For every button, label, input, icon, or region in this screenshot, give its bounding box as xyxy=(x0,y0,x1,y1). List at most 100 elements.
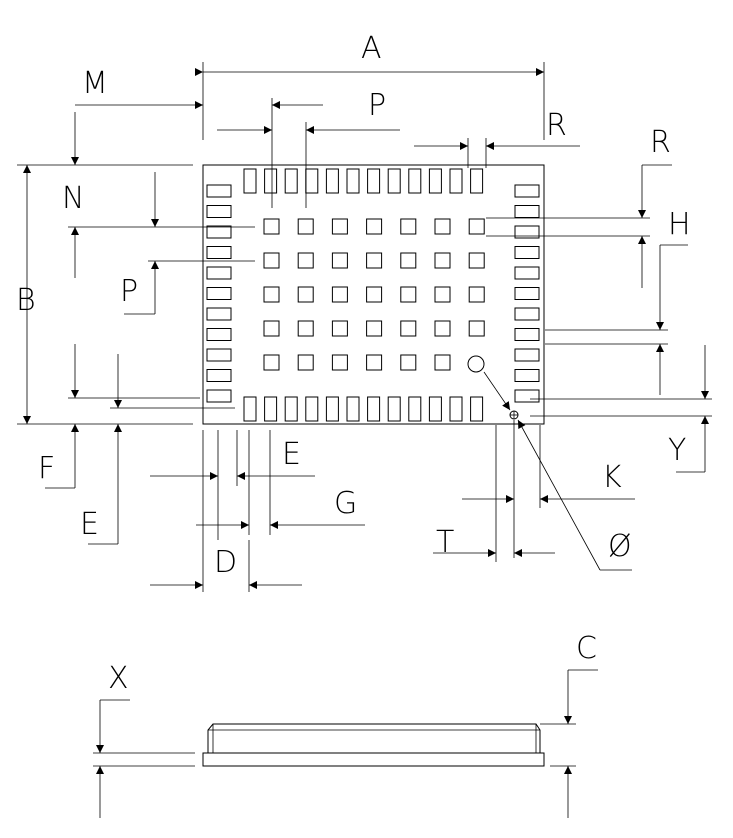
dimension-f xyxy=(45,344,200,489)
grid-pad xyxy=(400,218,417,235)
grid-pad xyxy=(366,320,383,337)
top-pad xyxy=(387,168,401,194)
bottom-pad xyxy=(470,396,484,422)
grid-pad xyxy=(297,354,314,371)
grid-pad xyxy=(434,286,451,303)
left-pad xyxy=(206,369,232,382)
grid-pad xyxy=(331,286,348,303)
dimension-e-left xyxy=(88,354,235,545)
grid-pad xyxy=(468,218,485,235)
dimension-a xyxy=(195,62,545,140)
grid-pad xyxy=(468,286,485,303)
top-pad xyxy=(367,168,381,194)
grid-pad xyxy=(331,252,348,269)
top-pad xyxy=(449,168,463,194)
grid-pad xyxy=(400,354,417,371)
dimension-x xyxy=(93,699,195,818)
dimension-c xyxy=(540,669,598,818)
left-pad xyxy=(206,225,232,239)
grid-pad xyxy=(297,286,314,303)
top-pad xyxy=(243,168,257,194)
dimension-e-bottom xyxy=(150,430,315,540)
right-pad xyxy=(514,348,540,362)
grid-pad xyxy=(263,354,280,371)
grid-pad xyxy=(468,252,485,269)
top-pad xyxy=(470,168,484,194)
top-pad-row xyxy=(243,168,484,194)
label-e-bottom: E xyxy=(282,437,301,472)
label-r-top: R xyxy=(546,108,567,143)
label-f: F xyxy=(38,451,55,486)
grid-pad xyxy=(263,286,280,303)
package-side-view xyxy=(202,723,545,767)
label-m: M xyxy=(82,66,108,101)
right-pad xyxy=(514,205,540,218)
right-pad xyxy=(514,246,540,259)
dimension-d xyxy=(150,430,302,592)
dimension-h xyxy=(545,244,688,395)
center-pad-grid xyxy=(263,218,485,371)
right-pad xyxy=(514,266,540,280)
label-phi: Ø xyxy=(608,529,632,564)
right-pad xyxy=(514,307,540,321)
dimension-r-top xyxy=(414,138,580,168)
grid-pad xyxy=(434,354,451,371)
bottom-pad xyxy=(305,396,319,422)
right-pad xyxy=(514,225,540,239)
bottom-pad xyxy=(428,396,442,422)
right-pad xyxy=(514,389,540,403)
top-pad xyxy=(264,168,278,194)
label-p-left: P xyxy=(120,274,138,309)
label-t: T xyxy=(436,525,454,560)
grid-pad xyxy=(434,252,451,269)
label-e-left: E xyxy=(80,507,99,542)
package-body-top-view xyxy=(202,164,545,425)
dimension-p-left xyxy=(124,172,255,315)
bottom-pad xyxy=(284,396,298,422)
right-pad xyxy=(514,184,540,198)
right-pad xyxy=(514,328,540,341)
grid-pad xyxy=(366,252,383,269)
right-pad xyxy=(514,287,540,300)
dimension-g xyxy=(196,430,365,535)
right-pad-column xyxy=(514,184,540,403)
label-k: K xyxy=(602,460,622,495)
dimension-b xyxy=(17,164,193,425)
top-pad xyxy=(428,168,442,194)
grid-pad xyxy=(366,354,383,371)
left-pad xyxy=(206,205,232,218)
bottom-pad xyxy=(367,396,381,422)
bottom-pad xyxy=(387,396,401,422)
bottom-pad xyxy=(449,396,463,422)
dimension-phi xyxy=(483,371,632,571)
bottom-pad xyxy=(346,396,360,422)
left-pad xyxy=(206,266,232,280)
grid-pad xyxy=(263,252,280,269)
top-pad xyxy=(346,168,360,194)
label-b: B xyxy=(16,283,36,318)
grid-pad xyxy=(263,218,280,235)
grid-pad xyxy=(400,320,417,337)
grid-pad xyxy=(331,218,348,235)
grid-pad xyxy=(331,354,348,371)
left-pad xyxy=(206,328,232,341)
label-n: N xyxy=(62,181,84,216)
grid-pad xyxy=(297,252,314,269)
top-pad xyxy=(408,168,422,194)
bottom-pad xyxy=(325,396,339,422)
label-r-right: R xyxy=(650,125,671,160)
grid-pad xyxy=(366,218,383,235)
dimension-k xyxy=(462,420,635,558)
left-pad xyxy=(206,184,232,198)
left-pad xyxy=(206,348,232,362)
grid-pad xyxy=(400,286,417,303)
dimension-y xyxy=(530,345,712,473)
label-x: X xyxy=(108,661,129,696)
label-p-top: P xyxy=(368,88,386,123)
grid-pad xyxy=(297,320,314,337)
top-pad xyxy=(305,168,319,194)
bottom-pad xyxy=(264,396,278,422)
grid-pad xyxy=(468,320,485,337)
bottom-pad xyxy=(408,396,422,422)
top-pad xyxy=(284,168,298,194)
